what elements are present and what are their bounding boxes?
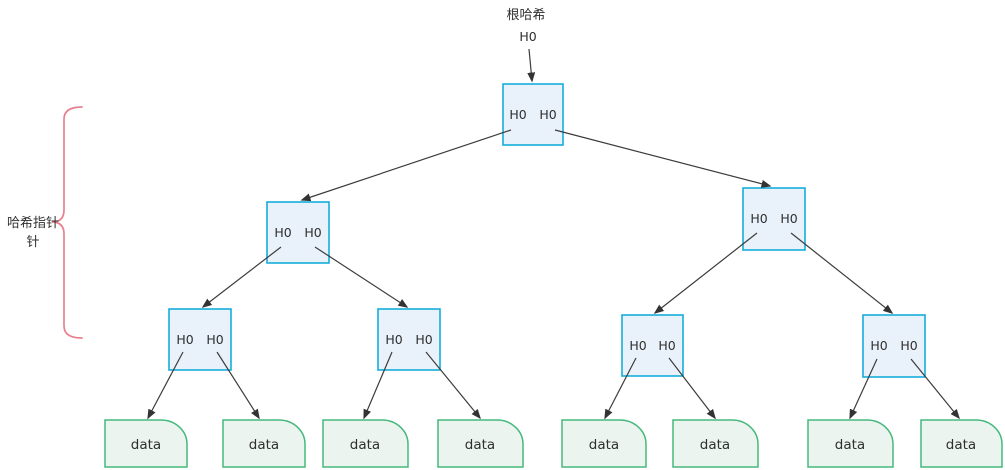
edge-root-to-l2r (554, 129, 772, 188)
edge-l3a-to-leaf2 (216, 351, 260, 420)
leaf-node-5: data (561, 419, 647, 468)
edge-l3b-to-leaf3 (363, 351, 393, 420)
edge-l2l-to-l3b (314, 246, 409, 308)
edge-l2l-to-l3a (201, 246, 282, 308)
leaf-label: data (589, 437, 619, 453)
leaf-box (437, 419, 524, 468)
edge-l3c-to-leaf5 (604, 357, 637, 420)
hash-left-label: H0 (385, 332, 402, 347)
hash-left-label: H0 (629, 338, 646, 353)
leaf-label: data (946, 437, 976, 453)
edge-l2r-to-l3c (653, 232, 758, 314)
hash-pointer-brace (51, 106, 83, 339)
hash-right-label: H0 (658, 338, 675, 353)
edge-l3a-to-leaf1 (147, 351, 184, 420)
edge-l3d-to-leaf7 (849, 358, 878, 420)
leaf-box (920, 419, 1003, 468)
leaf-node-4: data (437, 419, 524, 468)
leaf-box (807, 419, 894, 468)
leaf-label: data (835, 437, 865, 453)
edge-l2r-to-l3d (790, 232, 894, 314)
leaf-box (104, 419, 188, 468)
leaf-label: data (249, 437, 279, 453)
leaf-node-3: data (322, 419, 409, 468)
edge-l3d-to-leaf8 (910, 358, 960, 420)
hash-node-box (742, 187, 806, 251)
hash-node-box (502, 83, 564, 146)
brace-label-line2: 针 (26, 235, 39, 250)
hash-right-label: H0 (206, 332, 223, 347)
hash-node-level3-d: H0 H0 (862, 314, 926, 378)
hash-right-label: H0 (900, 338, 917, 353)
hash-node-box (266, 201, 330, 264)
leaf-node-6: data (672, 419, 759, 468)
hash-left-label: H0 (870, 338, 887, 353)
leaf-label: data (131, 437, 161, 453)
leaf-label: data (350, 437, 380, 453)
leaf-node-2: data (222, 419, 306, 468)
leaf-label: data (700, 437, 730, 453)
hash-right-label: H0 (415, 332, 432, 347)
edge-rootlabel-to-root (527, 48, 536, 83)
brace-label-line1: 哈希指针 (7, 216, 59, 231)
leaf-box (322, 419, 409, 468)
edge-root-to-l2l (300, 129, 512, 202)
root-hash-value: H0 (519, 29, 536, 44)
edge-l3b-to-leaf4 (425, 351, 481, 420)
leaf-box (222, 419, 306, 468)
hash-node-level2-left: H0 H0 (266, 201, 330, 264)
leaf-node-8: data (920, 419, 1003, 468)
leaf-node-1: data (104, 419, 188, 468)
hash-node-level2-right: H0 H0 (742, 187, 806, 251)
hash-left-label: H0 (509, 107, 526, 122)
hash-node-level3-b: H0 H0 (377, 308, 441, 371)
hash-right-label: H0 (780, 211, 797, 226)
hash-right-label: H0 (539, 107, 556, 122)
hash-right-label: H0 (304, 225, 321, 240)
leaf-label: data (465, 437, 495, 453)
leaf-box (561, 419, 647, 468)
edge-l3c-to-leaf6 (668, 357, 716, 420)
leaf-node-7: data (807, 419, 894, 468)
hash-node-root: H0 H0 (502, 83, 564, 146)
leaf-box (672, 419, 759, 468)
hash-left-label: H0 (274, 225, 291, 240)
hash-left-label: H0 (750, 211, 767, 226)
hash-left-label: H0 (176, 332, 193, 347)
edges (147, 48, 960, 420)
root-hash-title: 根哈希 (506, 8, 545, 23)
